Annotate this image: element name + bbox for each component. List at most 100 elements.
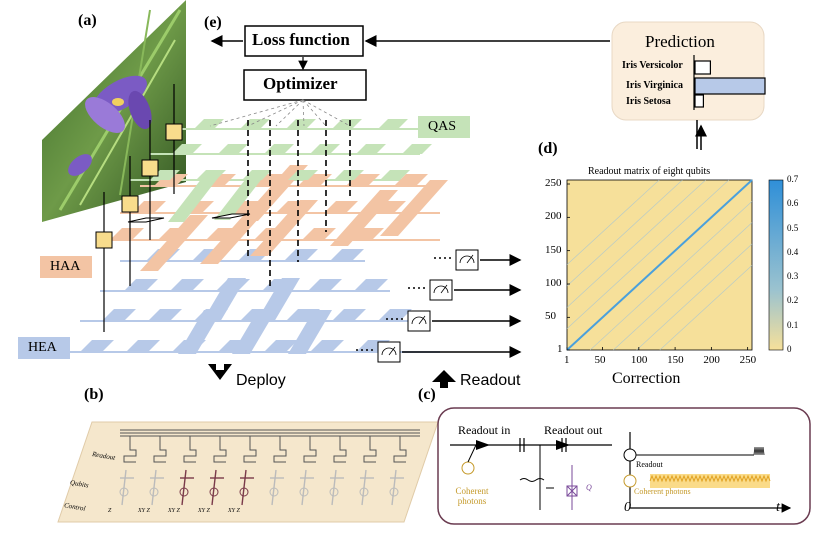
haa-gate (324, 201, 358, 213)
prediction-title: Prediction (645, 32, 715, 51)
resonator (183, 436, 197, 463)
haa-gate (350, 228, 384, 240)
colorbar-tick-label: 0.4 (787, 246, 799, 257)
panel-label-c: (c) (418, 386, 436, 403)
hea-coupling (288, 310, 332, 354)
trace-readout-label: Readout (636, 460, 663, 469)
hea-gate (378, 309, 412, 321)
prediction-panel (611, 21, 766, 150)
qas-outline-gate (127, 217, 165, 223)
ansatz-layers (60, 84, 522, 363)
heatmap-off-diagonal (636, 243, 753, 351)
measure-arc (411, 316, 427, 325)
hea-label: HEA (28, 340, 57, 355)
haa-gate (132, 201, 166, 213)
junction-cross (566, 485, 578, 497)
photon-source-icon (623, 474, 637, 488)
hea-gate (170, 279, 204, 291)
x-tick-label: 150 (667, 354, 684, 366)
time-t-label: t (776, 500, 780, 515)
measure-needle (466, 254, 474, 264)
trace-photons-label: Coherent photons (634, 487, 691, 496)
chip-gate-label: XY Z (198, 508, 210, 514)
readout-heatmap (566, 179, 784, 351)
measure-needle (418, 315, 426, 325)
haa-gate (154, 174, 188, 186)
readout-pulse (753, 446, 765, 456)
hea-gate (310, 340, 344, 352)
readout-out-label: Readout out (544, 423, 603, 437)
hea-gate (80, 340, 114, 352)
panel-label-a: (a) (78, 12, 97, 29)
qas-coupling (168, 178, 218, 222)
heatmap-off-diagonal (613, 222, 753, 351)
haa-gate (372, 201, 406, 213)
haa-label: HAA (50, 259, 81, 274)
hea-gate (354, 279, 388, 291)
qas-gate (310, 144, 340, 154)
iris-photo (42, 0, 186, 222)
heatmap-title: Readout matrix of eight qubits (588, 166, 711, 177)
prediction-bar-2 (694, 94, 704, 108)
hea-gate (124, 279, 158, 291)
heatmap-off-diagonal (566, 179, 706, 308)
hea-gate (102, 309, 136, 321)
heatmap-off-diagonal (659, 265, 753, 351)
resonator (363, 436, 377, 463)
optimizer-box (243, 69, 367, 101)
hea-gate (126, 340, 160, 352)
class-label-2: Iris Setosa (626, 96, 671, 107)
deploy-arrow-icon (208, 364, 232, 380)
photon-trace (649, 474, 771, 483)
hea-coupling (256, 278, 300, 322)
resonator (153, 436, 167, 463)
optimizer-fan (302, 99, 305, 127)
chip-gate-label: XY Z (228, 508, 240, 514)
haa-gate (110, 228, 144, 240)
hea-gate (148, 309, 182, 321)
heatmap-off-diagonal (566, 179, 730, 329)
panel-label-b: (b) (84, 386, 104, 403)
readout-in-label: Readout in (458, 423, 511, 437)
optimizer-fan (247, 99, 304, 127)
qas-coupling (214, 176, 264, 220)
panel-label-d: (d) (538, 140, 558, 157)
haa-coupling (250, 200, 318, 256)
out-arrow-icon (556, 440, 570, 450)
resonator (213, 436, 227, 463)
haa-tag (40, 256, 92, 278)
qas-gate (356, 144, 386, 154)
loss-optimizer (210, 25, 610, 101)
resonator (393, 436, 407, 463)
encoding-gate (95, 231, 113, 249)
qas-gate (172, 144, 202, 154)
haa-gate (298, 174, 332, 186)
loss-function-box (244, 25, 364, 57)
qas-gate (218, 144, 248, 154)
chip-gate-label: Z (108, 508, 112, 514)
qubit-loop (119, 487, 129, 497)
deploy-label: Deploy (236, 372, 286, 389)
qas-gate (286, 119, 316, 129)
resonator (333, 436, 347, 463)
qubit-loop (329, 487, 339, 497)
resonator (273, 436, 287, 463)
source-wire (467, 444, 477, 463)
haa-coupling (140, 215, 208, 271)
panel-label-e: (e) (204, 14, 222, 31)
measure-arc (459, 255, 475, 264)
colorbar-tick-label: 0.6 (787, 198, 799, 209)
qubit-loop (299, 487, 309, 497)
haa-coupling (200, 208, 268, 264)
haa-gate (302, 228, 336, 240)
junction-icon (566, 485, 578, 497)
chip-gate-label: XY Z (168, 508, 180, 514)
colorbar-tick-label: 0.2 (787, 295, 799, 306)
hea-gate (286, 309, 320, 321)
class-label-0: Iris Versicolor (622, 60, 683, 71)
y-tick-label: 200 (545, 210, 562, 223)
loss-function-label: Loss function (252, 30, 350, 49)
q-symbol: Q (586, 483, 592, 492)
